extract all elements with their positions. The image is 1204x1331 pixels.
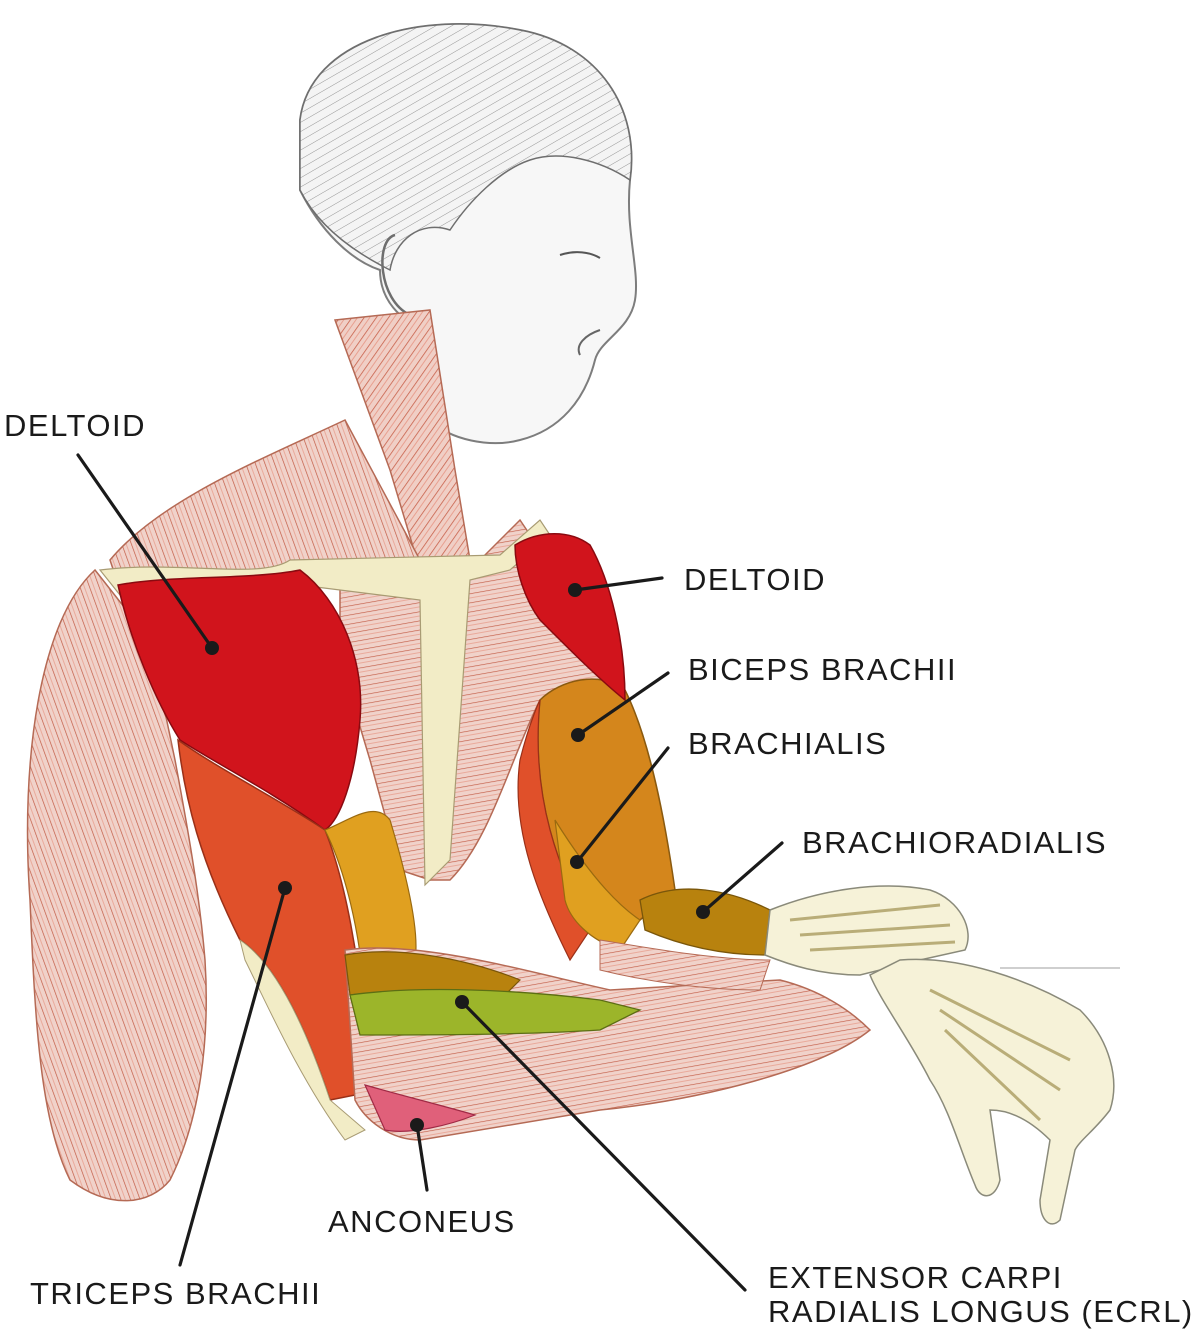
trapezius — [109, 419, 422, 591]
brachialis-right-muscle — [554, 819, 641, 951]
label-triceps-brachii: TRICEPS BRACHII — [30, 1276, 322, 1311]
label-brachialis: BRACHIALIS — [688, 726, 888, 761]
dot-anconeus — [410, 1118, 424, 1132]
triceps-tendon — [239, 938, 366, 1141]
leader-brachioradialis — [701, 841, 784, 914]
leader-biceps — [576, 671, 670, 737]
leader-dots — [205, 583, 710, 1132]
dot-triceps — [278, 881, 292, 895]
left-arm-muscles — [26, 568, 207, 1202]
dot-ecrl — [455, 995, 469, 1009]
leader-ecrl — [460, 1000, 747, 1292]
hands-sketch — [764, 885, 1120, 1225]
dot-brachioradialis — [696, 905, 710, 919]
deltoid-left-muscle — [117, 569, 362, 831]
leader-brachialis — [575, 746, 670, 864]
anconeus-muscle — [363, 1084, 477, 1132]
label-biceps-brachii: BICEPS BRACHII — [688, 652, 958, 687]
leader-anconeus — [415, 1123, 429, 1192]
dot-biceps — [571, 728, 585, 742]
leader-triceps — [178, 886, 287, 1267]
ecrl-muscle — [349, 988, 642, 1036]
leader-deltoid-right — [573, 576, 664, 592]
brachioradialis-right-muscle — [639, 888, 771, 956]
deltoid-right-muscle — [514, 533, 626, 702]
right-forearm-muscles — [599, 939, 771, 991]
label-brachioradialis: BRACHIORADIALIS — [802, 825, 1108, 860]
dot-brachialis — [570, 855, 584, 869]
label-ecrl-line2: RADIALIS LONGUS (ECRL) — [768, 1294, 1194, 1329]
label-anconeus: ANCONEUS — [328, 1204, 516, 1239]
label-deltoid-left: DELTOID — [4, 408, 146, 443]
head-sketch — [299, 23, 638, 445]
label-deltoid-right: DELTOID — [684, 562, 826, 597]
label-ecrl-line1: EXTENSOR CARPI — [768, 1260, 1063, 1295]
leader-deltoid-left — [76, 453, 214, 650]
dot-deltoid-right — [568, 583, 582, 597]
dot-deltoid-left — [205, 641, 219, 655]
leader-lines — [76, 453, 784, 1292]
